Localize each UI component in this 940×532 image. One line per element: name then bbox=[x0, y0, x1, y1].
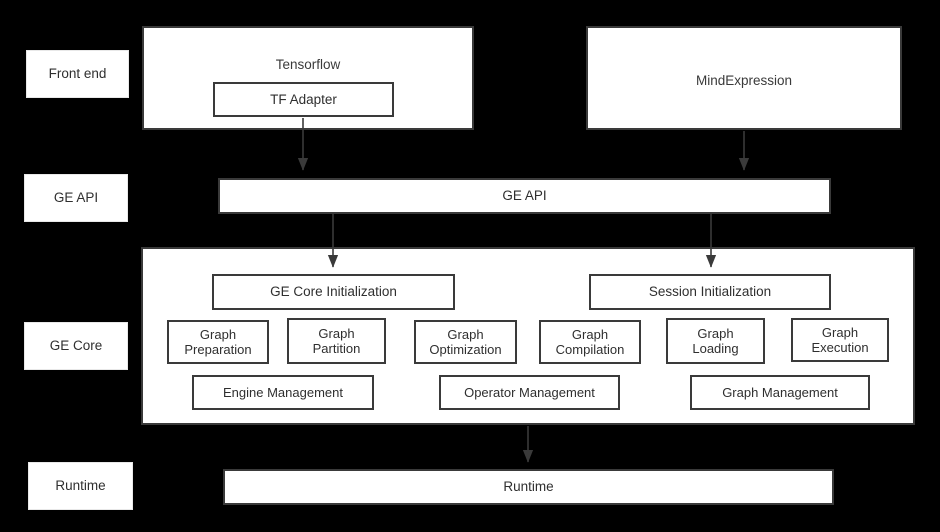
ge-api-bar-label: GE API bbox=[502, 188, 547, 204]
ge-api-bar: GE API bbox=[218, 178, 831, 214]
mindexpression-title: MindExpression bbox=[695, 73, 793, 88]
module-graph-preparation-label: Graph Preparation bbox=[184, 326, 252, 357]
layer-label-runtime: Runtime bbox=[28, 462, 133, 510]
module-graph-preparation: Graph Preparation bbox=[167, 320, 269, 364]
module-graph-loading-label: Graph Loading bbox=[692, 325, 739, 356]
management-engine: Engine Management bbox=[192, 375, 374, 410]
module-graph-compilation: Graph Compilation bbox=[539, 320, 641, 364]
session-initialization-label: Session Initialization bbox=[648, 284, 772, 300]
management-operator: Operator Management bbox=[439, 375, 620, 410]
tensorflow-title: Tensorflow bbox=[275, 57, 341, 72]
module-graph-partition-label: Graph Partition bbox=[312, 325, 361, 356]
tf-adapter-box: TF Adapter bbox=[213, 82, 394, 117]
runtime-bar: Runtime bbox=[223, 469, 834, 505]
module-graph-execution-label: Graph Execution bbox=[811, 324, 869, 355]
management-graph-label: Graph Management bbox=[722, 384, 838, 400]
module-graph-execution: Graph Execution bbox=[791, 318, 889, 362]
ge-core-initialization-box: GE Core Initialization bbox=[212, 274, 455, 310]
module-graph-compilation-label: Graph Compilation bbox=[555, 326, 625, 357]
tf-adapter-label: TF Adapter bbox=[270, 91, 337, 107]
runtime-bar-label: Runtime bbox=[503, 479, 554, 495]
module-graph-optimization: Graph Optimization bbox=[414, 320, 517, 364]
layer-label-ge-core-text: GE Core bbox=[49, 338, 103, 354]
layer-label-front-end: Front end bbox=[26, 50, 129, 98]
module-graph-optimization-label: Graph Optimization bbox=[429, 326, 502, 357]
mindexpression-container: MindExpression bbox=[586, 26, 902, 130]
layer-label-ge-api: GE API bbox=[24, 174, 128, 222]
layer-label-ge-core: GE Core bbox=[24, 322, 128, 370]
ge-core-initialization-label: GE Core Initialization bbox=[270, 284, 397, 300]
module-graph-loading: Graph Loading bbox=[666, 318, 765, 364]
management-graph: Graph Management bbox=[690, 375, 870, 410]
layer-label-front-end-text: Front end bbox=[48, 66, 107, 82]
session-initialization-box: Session Initialization bbox=[589, 274, 831, 310]
layer-label-ge-api-text: GE API bbox=[53, 190, 99, 206]
management-engine-label: Engine Management bbox=[223, 384, 343, 400]
layer-label-runtime-text: Runtime bbox=[55, 478, 106, 494]
module-graph-partition: Graph Partition bbox=[287, 318, 386, 364]
management-operator-label: Operator Management bbox=[464, 384, 595, 400]
